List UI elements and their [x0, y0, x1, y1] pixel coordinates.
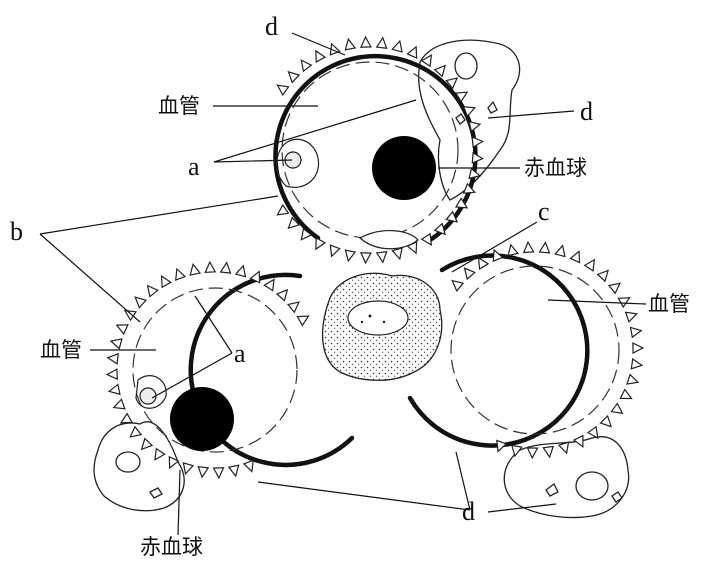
- wall-process-triangle: [130, 427, 141, 437]
- red-blood-cell-bottom: [170, 387, 234, 451]
- wall-process-triangle: [407, 47, 416, 58]
- red-blood-cell-top: [372, 136, 436, 200]
- wall-process-triangle: [377, 38, 387, 49]
- wall-process-triangle: [611, 403, 622, 413]
- wall-process-triangle: [497, 440, 506, 451]
- wall-process-triangle: [588, 427, 598, 438]
- wall-process-triangle: [345, 39, 355, 50]
- wall-process-triangle: [626, 312, 637, 321]
- wall-process-triangle: [620, 390, 631, 399]
- wall-process-triangle: [465, 268, 475, 279]
- wall-process-triangle: [512, 445, 522, 456]
- wall-process-triangle: [585, 260, 595, 271]
- wall-process-triangle: [288, 302, 299, 312]
- wall-process-triangle: [301, 60, 311, 71]
- wall-process-triangle: [609, 283, 620, 293]
- wall-process-triangle: [540, 243, 550, 253]
- label-d-top: d: [265, 12, 278, 41]
- wall-process-triangle: [316, 238, 325, 249]
- label-b: b: [10, 217, 23, 246]
- vessel-walls: [191, 56, 588, 465]
- label-c: c: [538, 197, 550, 226]
- label-rbc-top: 赤血球: [524, 156, 587, 180]
- wall-process-triangle: [527, 448, 537, 458]
- wall-process-triangle: [392, 248, 402, 259]
- central-cell: [323, 273, 442, 380]
- wall-process-triangle: [627, 375, 638, 385]
- wall-process-triangle: [361, 37, 371, 47]
- wall-process-triangle: [598, 270, 608, 281]
- wall-process-triangle: [574, 436, 583, 447]
- wall-process-triangle: [277, 85, 288, 95]
- wall-process-triangle: [244, 460, 253, 471]
- wall-process-triangle: [288, 72, 299, 83]
- wall-process-triangle: [479, 258, 488, 269]
- label-vessel-right: 血管: [648, 292, 690, 316]
- wall-process-triangle: [452, 281, 463, 291]
- wall-process-triangle: [631, 359, 642, 369]
- label-d-top-right: d: [580, 97, 593, 126]
- wall-process-triangle: [176, 269, 185, 280]
- label-a-top: a: [188, 152, 200, 181]
- label-vessel-left: 血管: [40, 338, 82, 362]
- wall-process-triangle: [493, 250, 502, 261]
- wall-process-triangle: [361, 253, 371, 263]
- wall-process-triangle: [109, 384, 120, 394]
- wall-process-triangle: [107, 369, 117, 379]
- wall-process-triangle: [221, 263, 231, 273]
- label-rbc-bottom: 赤血球: [140, 535, 203, 559]
- wall-process-triangle: [472, 137, 482, 147]
- wall-process-triangle: [543, 446, 553, 457]
- wall-process-triangle: [111, 339, 122, 349]
- wall-process-triangle: [142, 439, 152, 450]
- wall-process-triangle: [377, 252, 387, 263]
- wall-process-triangle: [508, 245, 518, 256]
- wall-process-triangle: [236, 266, 246, 277]
- wall-process-triangle: [205, 262, 215, 272]
- wall-process-triangle: [345, 250, 355, 261]
- wall-process-triangle: [121, 414, 132, 423]
- wall-process-triangle: [229, 465, 239, 476]
- wall-process-triangle: [155, 449, 165, 460]
- wall-process-triangle: [469, 122, 480, 132]
- wall-process-triangle: [135, 297, 146, 307]
- wall-process-triangle: [162, 276, 171, 287]
- wall-process-triangle: [570, 251, 579, 262]
- wall-process-triangle: [264, 280, 274, 291]
- wall-process-triangle: [190, 264, 200, 275]
- wall-process-triangle: [214, 468, 224, 478]
- wall-process-triangle: [559, 442, 569, 453]
- wall-process-triangle: [117, 325, 128, 334]
- label-a-left: a: [234, 339, 246, 368]
- wall-process-triangle: [108, 354, 119, 364]
- wall-process-triangle: [601, 416, 612, 427]
- label-vessel-top: 血管: [158, 94, 200, 118]
- vessel-top-wall: [275, 56, 475, 240]
- label-d-bottom: d: [462, 497, 475, 526]
- wall-process-triangle: [392, 41, 402, 52]
- wall-process-triangle: [277, 290, 287, 301]
- wall-process-triangle: [555, 246, 565, 257]
- wall-process-triangle: [422, 234, 432, 245]
- wall-process-triangle: [114, 399, 125, 408]
- wall-process-triangle: [330, 245, 339, 256]
- wall-process-triangle: [148, 286, 158, 297]
- wall-process-triangle: [183, 463, 193, 474]
- wall-process-triangle: [297, 316, 308, 325]
- wall-process-triangle: [633, 343, 643, 353]
- wall-process-triangle: [125, 310, 136, 320]
- wall-process-triangle: [524, 242, 534, 252]
- wall-process-triangle: [316, 51, 325, 62]
- wall-process-triangle: [198, 467, 208, 478]
- wall-process-triangle: [630, 327, 641, 337]
